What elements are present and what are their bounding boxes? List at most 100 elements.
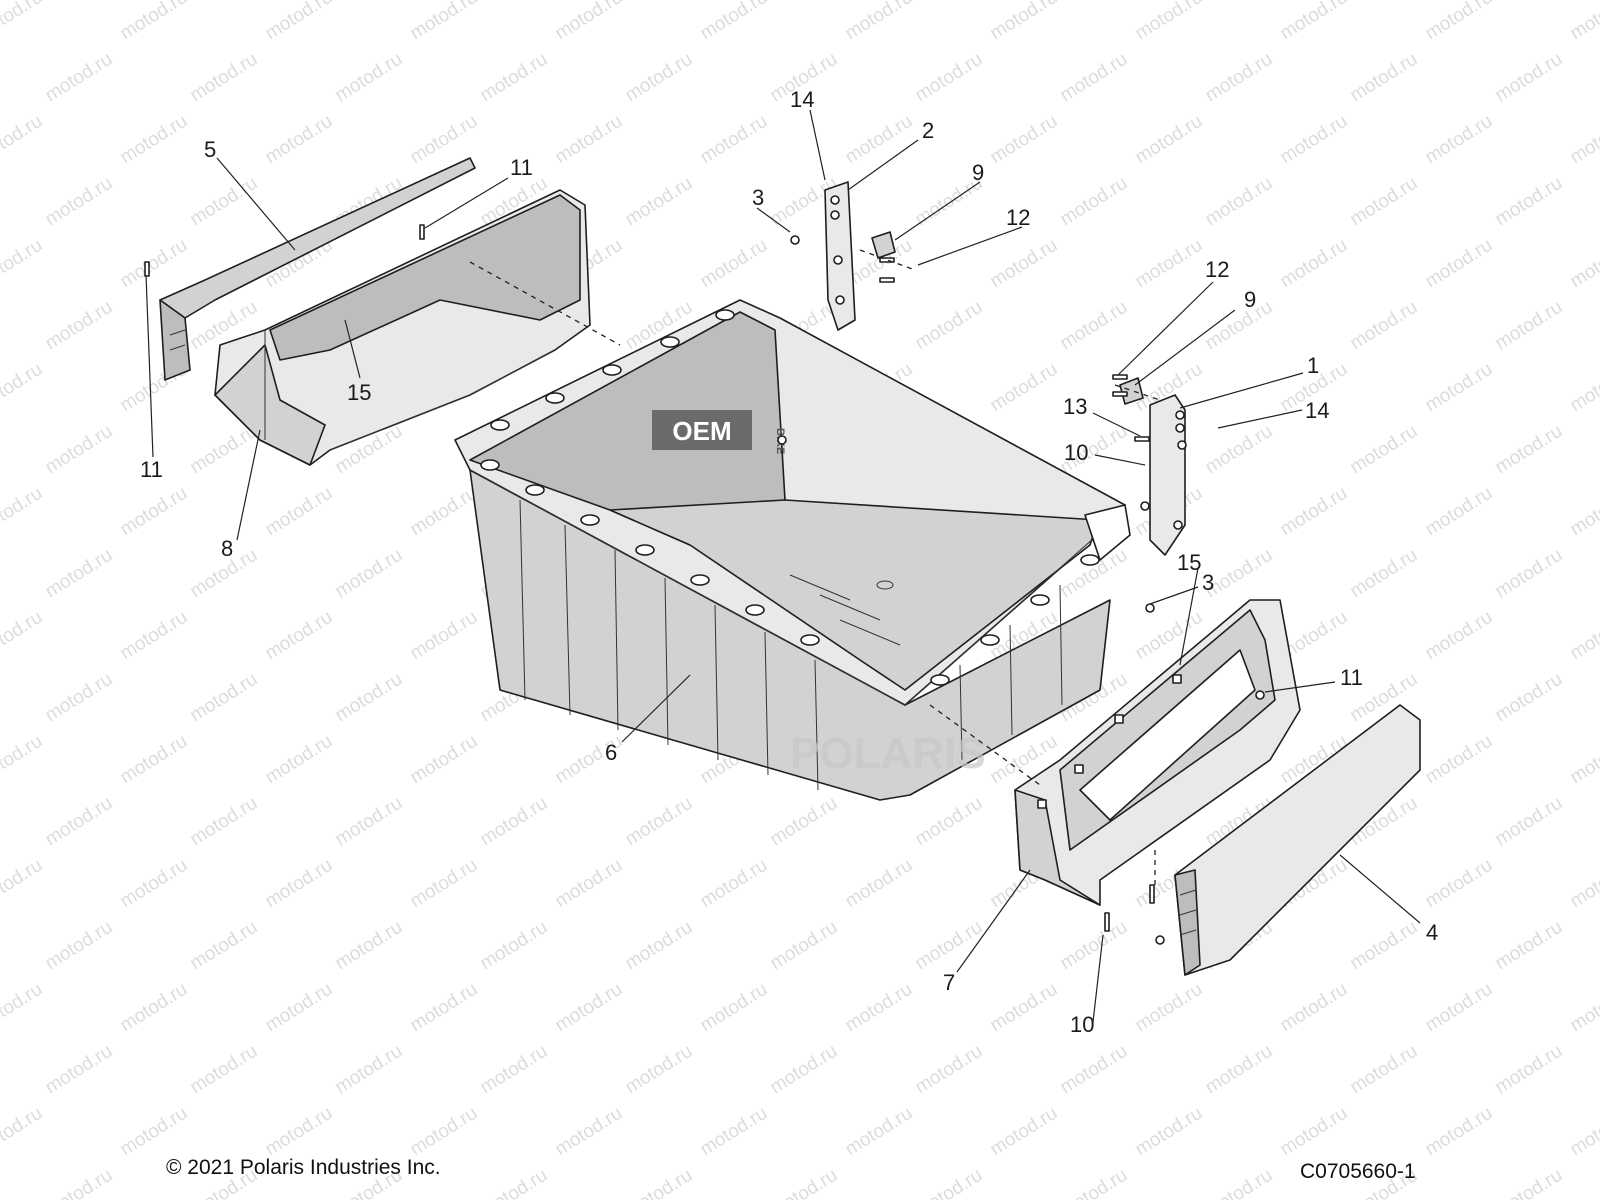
- watermark-text: motod.ru: [1567, 607, 1600, 665]
- watermark-text: motod.ru: [1492, 297, 1567, 355]
- watermark-text: motod.ru: [1422, 855, 1497, 913]
- callout-14: 14: [1305, 398, 1329, 423]
- watermark-text: motod.ru: [767, 917, 842, 975]
- watermark-text: motod.ru: [42, 297, 117, 355]
- watermark-text: motod.ru: [697, 0, 772, 44]
- watermark-text: motod.ru: [42, 669, 117, 727]
- watermark-text: motod.ru: [42, 173, 117, 231]
- watermark-text: motod.ru: [407, 0, 482, 44]
- watermark-text: motod.ru: [912, 793, 987, 851]
- watermark-text: motod.ru: [117, 0, 192, 44]
- watermark-text: motod.ru: [262, 111, 337, 169]
- watermark-text: motod.ru: [262, 855, 337, 913]
- watermark-text: motod.ru: [1347, 297, 1422, 355]
- watermark-text: motod.ru: [0, 1103, 46, 1161]
- watermark-text: motod.ru: [1347, 173, 1422, 231]
- watermark-text: motod.ru: [332, 1041, 407, 1099]
- watermark-text: motod.ru: [1347, 917, 1422, 975]
- watermark-text: motod.ru: [187, 669, 262, 727]
- watermark-text: motod.ru: [262, 483, 337, 541]
- svg-text:OEM: OEM: [672, 416, 731, 446]
- watermark-text: motod.ru: [987, 1103, 1062, 1161]
- watermark-text: motod.ru: [912, 917, 987, 975]
- watermark-text: motod.ru: [842, 111, 917, 169]
- watermark-text: motod.ru: [42, 1041, 117, 1099]
- watermark-text: motod.ru: [842, 1103, 917, 1161]
- callout-12: 12: [1205, 257, 1229, 282]
- watermark-text: motod.ru: [1492, 793, 1567, 851]
- watermark-text: motod.ru: [0, 0, 46, 44]
- watermark-text: motod.ru: [117, 235, 192, 293]
- cargo-box-tub: [454, 299, 1131, 801]
- watermark-text: motod.ru: [477, 793, 552, 851]
- callout-13: 13: [1063, 394, 1087, 419]
- copyright-text: © 2021 Polaris Industries Inc.: [166, 1156, 441, 1179]
- tailgate-frame: [1014, 599, 1301, 906]
- watermark-text: motod.ru: [1347, 421, 1422, 479]
- watermark-text: motod.ru: [1132, 235, 1207, 293]
- watermark-text: motod.ru: [477, 1041, 552, 1099]
- leader-lines: [145, 109, 1421, 1023]
- watermark-text: motod.ru: [1492, 49, 1567, 107]
- watermark-text: motod.ru: [1422, 607, 1497, 665]
- callout-15: 15: [1177, 550, 1201, 575]
- right-tailgate-bracket: [1119, 377, 1187, 556]
- watermark-text: motod.ru: [477, 917, 552, 975]
- watermark-text: motod.ru: [767, 1041, 842, 1099]
- watermark-text: motod.ru: [407, 979, 482, 1037]
- watermark-text: motod.ru: [1422, 235, 1497, 293]
- callout-15: 15: [347, 380, 371, 405]
- watermark-text: motod.ru: [1347, 49, 1422, 107]
- watermark-text: motod.ru: [767, 1165, 842, 1200]
- watermark-text: motod.ru: [262, 731, 337, 789]
- left-tailgate-bracket: [824, 181, 896, 331]
- brand-watermark: POLARIS: [790, 729, 986, 778]
- watermark-text: motod.ru: [1422, 979, 1497, 1037]
- callout-12: 12: [1006, 205, 1030, 230]
- callout-9: 9: [972, 160, 984, 185]
- watermark-text: motod.ru: [1057, 917, 1132, 975]
- watermark-text: motod.ru: [1277, 0, 1352, 44]
- watermark-text: motod.ru: [1567, 111, 1600, 169]
- watermark-text: motod.ru: [1132, 0, 1207, 44]
- watermark-text: motod.ru: [842, 979, 917, 1037]
- watermark-text: motod.ru: [1057, 1041, 1132, 1099]
- watermark-text: motod.ru: [262, 0, 337, 44]
- watermark-text: motod.ru: [332, 545, 407, 603]
- watermark-text: motod.ru: [1567, 731, 1600, 789]
- watermark-text: motod.ru: [987, 979, 1062, 1037]
- watermark-text: motod.ru: [1567, 1103, 1600, 1161]
- watermark-text: motod.ru: [42, 49, 117, 107]
- watermark-text: motod.ru: [117, 731, 192, 789]
- watermark-text: motod.ru: [1567, 855, 1600, 913]
- watermark-text: motod.ru: [42, 793, 117, 851]
- watermark-text: motod.ru: [42, 1165, 117, 1200]
- watermark-text: motod.ru: [912, 49, 987, 107]
- watermark-text: motod.ru: [912, 1165, 987, 1200]
- watermark-text: motod.ru: [1202, 1041, 1277, 1099]
- tailgate-outer-panel: [1174, 704, 1421, 976]
- watermark-text: motod.ru: [842, 855, 917, 913]
- callout-14: 14: [790, 87, 814, 112]
- watermark-text: motod.ru: [1492, 421, 1567, 479]
- watermark-text: motod.ru: [552, 855, 627, 913]
- watermark-text: motod.ru: [1422, 359, 1497, 417]
- watermark-text: motod.ru: [1132, 979, 1207, 1037]
- watermark-text: motod.ru: [187, 793, 262, 851]
- watermark-text: motod.ru: [1422, 1103, 1497, 1161]
- watermark-text: motod.ru: [1492, 173, 1567, 231]
- watermark-text: motod.ru: [117, 979, 192, 1037]
- watermark-text: motod.ru: [697, 1103, 772, 1161]
- watermark-text: motod.ru: [477, 1165, 552, 1200]
- callout-labels: 1 2 3 3 4 5 6 7 8 9 9 10 10 11 11 11 12 …: [140, 87, 1438, 1037]
- watermark-text: motod.ru: [1057, 49, 1132, 107]
- watermark-text: motod.ru: [42, 917, 117, 975]
- watermark-text: motod.ru: [1567, 979, 1600, 1037]
- watermark-text: motod.ru: [1277, 483, 1352, 541]
- watermark-text: motod.ru: [1057, 297, 1132, 355]
- watermark-text: motod.ru: [552, 111, 627, 169]
- watermark-text: motod.ru: [117, 855, 192, 913]
- watermark-text: motod.ru: [1492, 917, 1567, 975]
- watermark-text: motod.ru: [477, 49, 552, 107]
- callout-6: 6: [605, 740, 617, 765]
